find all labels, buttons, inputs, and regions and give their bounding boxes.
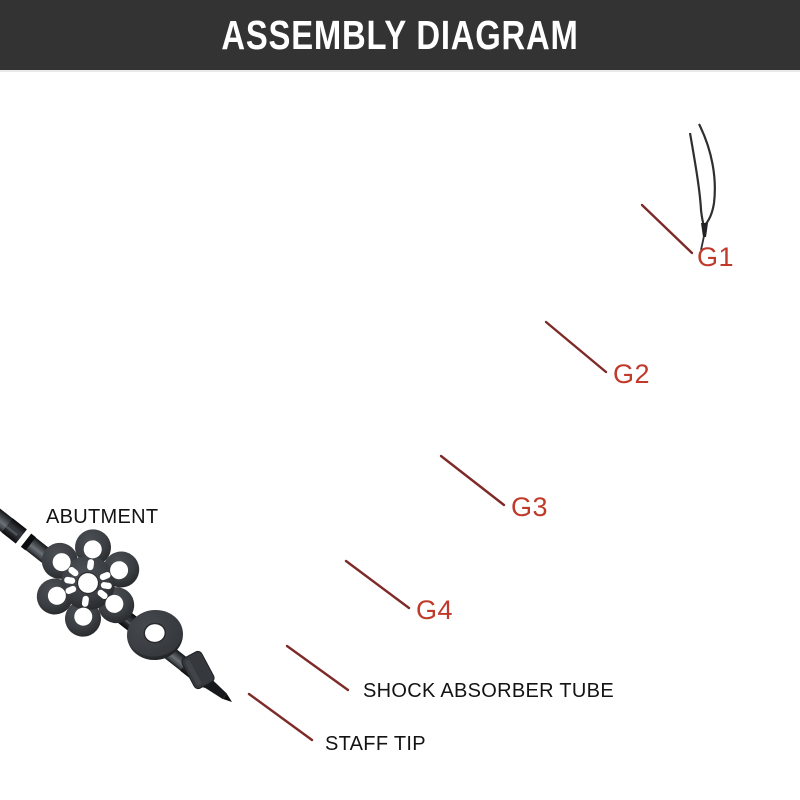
wrist-strap-tail xyxy=(700,235,705,251)
page-title: ASSEMBLY DIAGRAM xyxy=(221,11,579,58)
callout-label-staff-tip: STAFF TIP xyxy=(325,733,426,755)
wrist-strap-buckle xyxy=(701,223,708,237)
leader-line-g1 xyxy=(640,203,694,255)
callout-label-g2: G2 xyxy=(613,359,651,389)
callout-label-shock-absorber-tube: SHOCK ABSORBER TUBE xyxy=(363,680,614,702)
header-divider xyxy=(0,70,800,72)
wrist-strap xyxy=(688,123,716,227)
pole-segment-g3 xyxy=(0,446,27,544)
leader-line-g3 xyxy=(439,454,506,507)
header-band xyxy=(0,0,800,70)
abutment-accessories xyxy=(36,529,215,690)
leader-line-g2 xyxy=(544,320,608,374)
leader-line-tip xyxy=(247,692,314,742)
leader-lines xyxy=(247,203,694,742)
leader-line-g4 xyxy=(344,559,411,610)
mud-basket xyxy=(126,609,183,661)
callout-label-g3: G3 xyxy=(511,492,549,522)
pole-joint-2 xyxy=(15,529,32,548)
leader-line-shock xyxy=(285,644,350,692)
callout-label-g1: G1 xyxy=(697,242,735,272)
rubber-tip-cap xyxy=(181,650,215,690)
callout-label-g4: G4 xyxy=(416,595,454,625)
callout-label-abutment: ABUTMENT xyxy=(46,506,159,528)
snow-basket xyxy=(36,529,140,637)
